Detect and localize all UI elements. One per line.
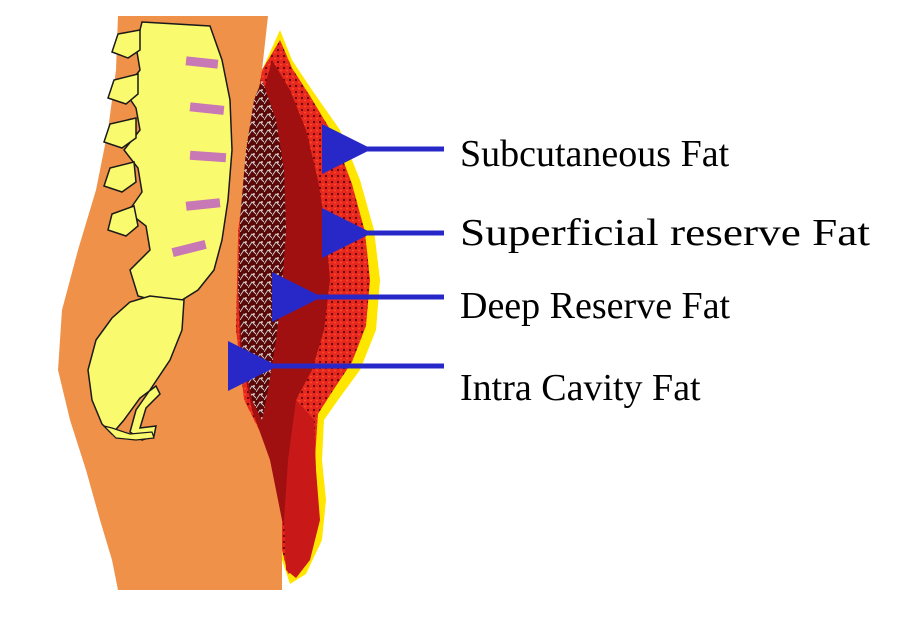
label-subcutaneous-fat: Subcutaneous Fat: [460, 133, 730, 175]
label-intra-cavity-fat: Intra Cavity Fat: [460, 367, 701, 409]
label-deep-reserve-fat: Deep Reserve Fat: [460, 285, 731, 327]
label-superficial-reserve-fat: Superficial reserve Fat: [460, 212, 871, 254]
